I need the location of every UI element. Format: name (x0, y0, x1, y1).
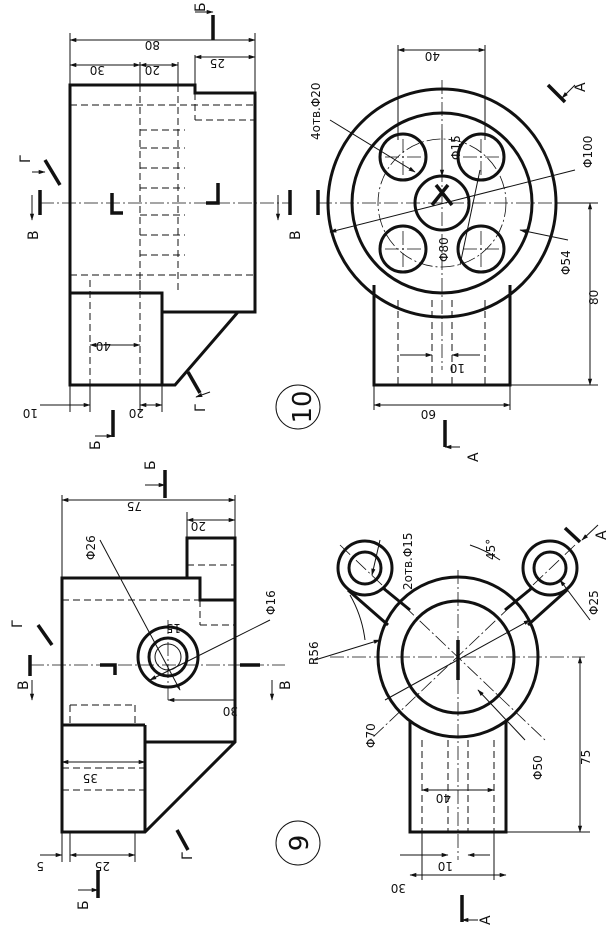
section-label-a-bottom-9: А (478, 915, 494, 925)
dim-75: 75 (127, 499, 142, 513)
section-label-g-bottom-9: Г (180, 851, 196, 860)
dim-10: 10 (23, 406, 38, 420)
dim-30: 30 (223, 704, 238, 718)
dim-25: 25 (210, 56, 225, 70)
dim-10-stem: 10 (450, 361, 465, 375)
section-label-b-bottom-9: Б (76, 900, 92, 910)
part-9-number: 9 (285, 835, 315, 852)
section-label-g-top: Г (18, 154, 34, 163)
angle-45: 45° (484, 539, 498, 560)
part-9-plan-labels: 2отв.Φ15 45° R56 Φ25 Φ70 Φ50 40 10 30 75… (307, 530, 609, 925)
diam-54: Φ54 (559, 250, 573, 275)
part-10-number-badge: 10 (275, 384, 321, 430)
diam-25: Φ25 (587, 590, 601, 615)
section-label-b-bottom: Б (88, 440, 104, 450)
dim-60: 60 (421, 407, 436, 421)
diam-15: Φ15 (449, 135, 463, 160)
diam-26: Φ26 (84, 535, 98, 560)
part-10-plan-view (316, 45, 598, 450)
diam-70: Φ70 (364, 723, 378, 748)
dim-15: 15 (166, 621, 181, 635)
diam-16: Φ16 (264, 590, 278, 615)
dim-20-bottom: 20 (129, 406, 144, 420)
dim-30: 30 (90, 63, 105, 77)
diam-100: Φ100 (581, 136, 595, 168)
dim-75-9: 75 (579, 750, 593, 765)
section-label-g-top-9: Г (10, 619, 26, 628)
dim-10-9: 10 (438, 859, 453, 873)
dim-40: 40 (96, 339, 111, 353)
section-label-v-left-9: В (16, 680, 32, 690)
section-label-a-top-9: А (594, 530, 609, 540)
section-label-b-top: Б (193, 2, 209, 12)
hidden-hole-rows (140, 129, 185, 256)
dim-40-9: 40 (436, 791, 451, 805)
part-9-plan-view (314, 524, 599, 923)
dim-5: 5 (36, 859, 44, 873)
dim-35: 35 (83, 771, 98, 785)
diam-80: Φ80 (437, 237, 451, 262)
part-10-front-view (29, 9, 292, 439)
part-10-front-labels: 80 25 30 20 40 10 20 Б Б В В Г Г (18, 2, 304, 450)
diam-50: Φ50 (531, 755, 545, 780)
dim-80: 80 (145, 38, 160, 52)
dim-80-right: 80 (587, 290, 601, 305)
part-10-plan-labels: 40 4отв.Φ20 Φ15 Φ100 Φ80 Φ54 80 10 60 А … (309, 49, 601, 462)
section-label-v-right-9: В (278, 680, 294, 690)
part-9-number-badge: 9 (275, 820, 321, 866)
dim-25: 25 (95, 859, 110, 873)
part-10-number: 10 (288, 390, 318, 423)
section-label-v-right: В (288, 230, 304, 240)
dim-20: 20 (145, 63, 160, 77)
holes-note-9: 2отв.Φ15 (401, 532, 415, 590)
dim-30-9: 30 (391, 881, 406, 895)
section-label-g-bottom: Г (193, 403, 209, 412)
section-label-v-left: В (26, 230, 42, 240)
part-9-front-view (28, 470, 285, 898)
holes-note: 4отв.Φ20 (309, 82, 323, 140)
radius-56: R56 (307, 641, 321, 665)
dim-40-top: 40 (425, 49, 440, 63)
section-label-a-bottom: А (466, 452, 482, 462)
dim-20-top: 20 (191, 519, 206, 533)
section-label-b-top-9: Б (143, 460, 159, 470)
part-9-front-labels: 75 20 Φ26 Φ16 15 30 35 5 25 Б Б В В Г Г (10, 460, 294, 910)
section-label-a-top: А (573, 82, 589, 92)
